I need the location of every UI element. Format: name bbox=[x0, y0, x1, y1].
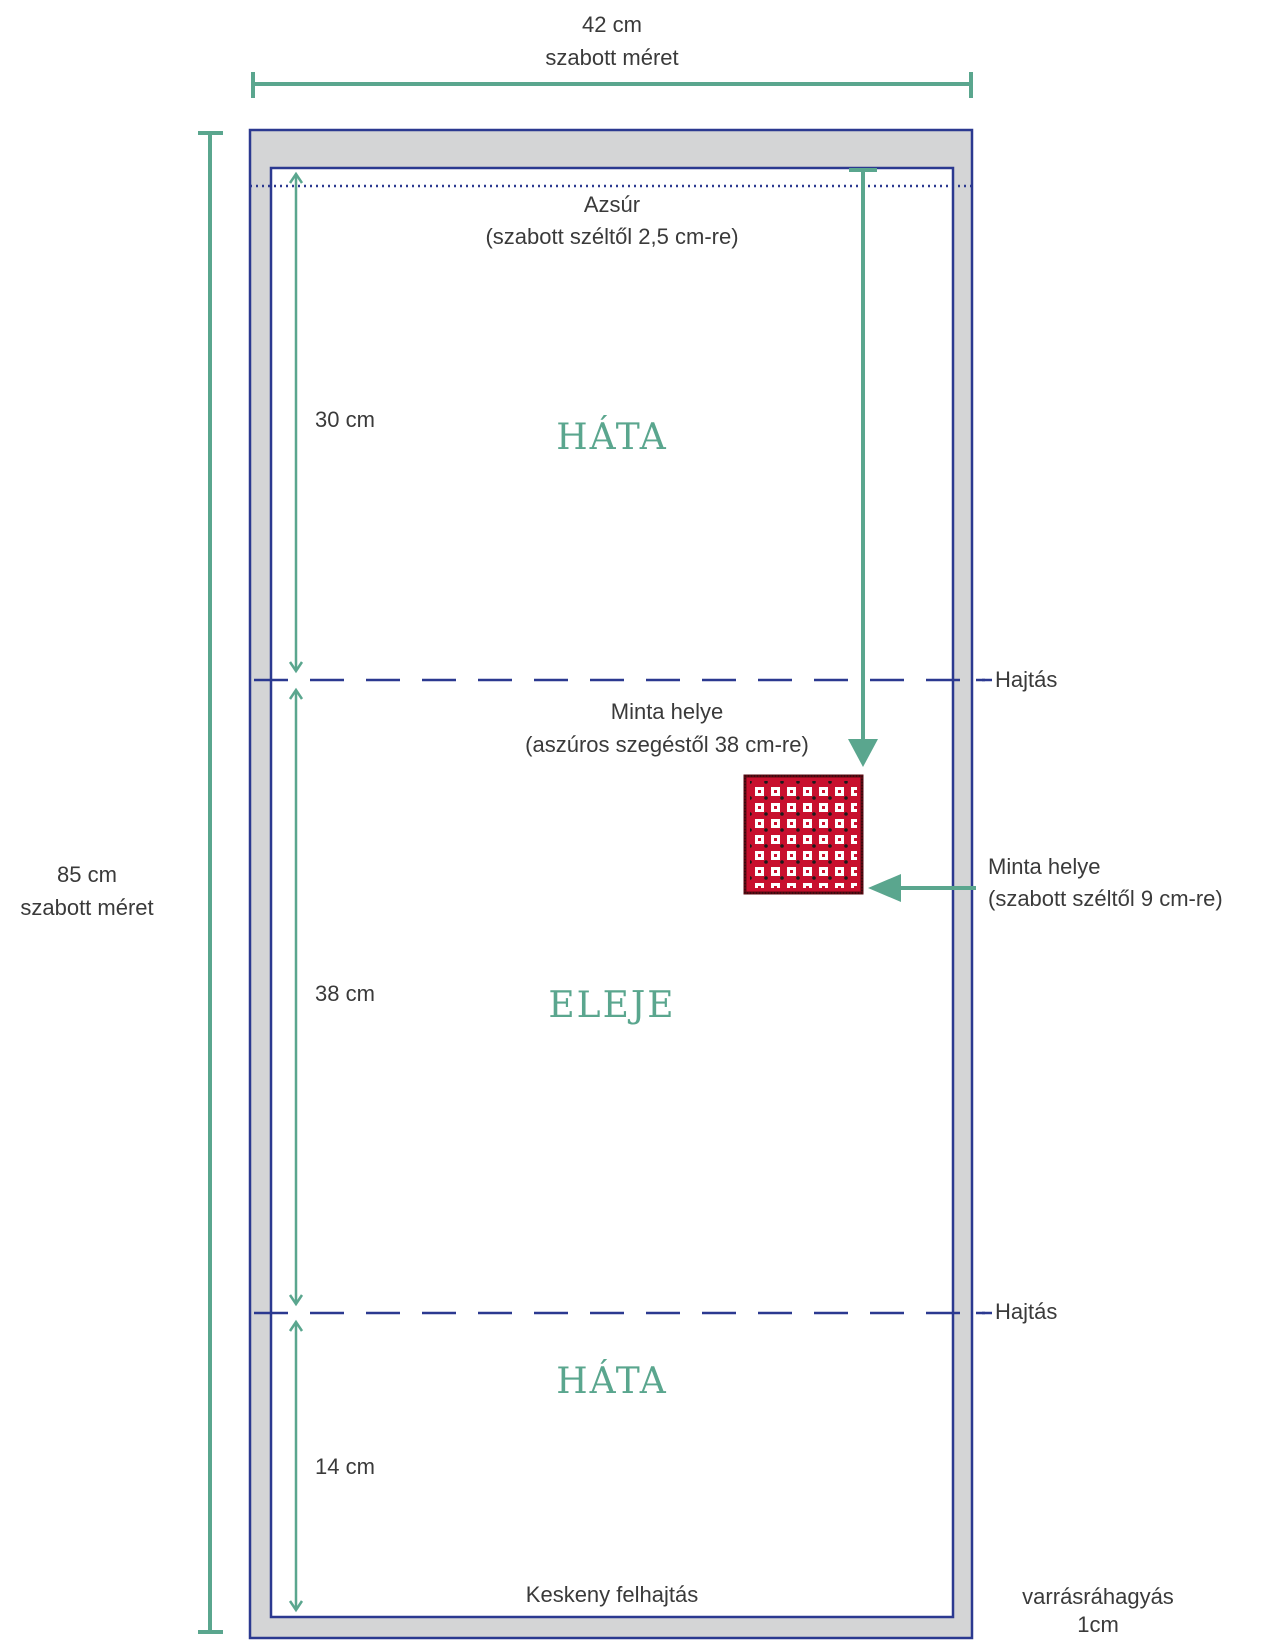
width-value: 42 cm bbox=[582, 12, 642, 37]
section-top-label: HÁTA bbox=[556, 417, 668, 458]
pattern-vertical-arrow bbox=[848, 168, 878, 767]
pattern-side-title: Minta helye bbox=[988, 854, 1101, 879]
embroidery-pattern-swatch bbox=[743, 774, 864, 895]
pattern-top-note: (aszúros szegéstől 38 cm-re) bbox=[525, 732, 809, 757]
azsur-note: (szabott széltől 2,5 cm-re) bbox=[485, 224, 739, 249]
fold-label-1: Hajtás bbox=[995, 667, 1058, 692]
pattern-horizontal-arrow bbox=[868, 874, 976, 902]
seam-allowance-value: 1cm bbox=[1077, 1612, 1119, 1637]
height-caption: szabott méret bbox=[20, 895, 154, 920]
section-bottom-label: HÁTA bbox=[556, 1361, 668, 1402]
section-middle-label: ELEJE bbox=[548, 985, 676, 1026]
width-dimension-line bbox=[251, 72, 973, 98]
pattern-side-note: (szabott széltől 9 cm-re) bbox=[988, 886, 1223, 911]
segment-arrows bbox=[288, 171, 304, 1613]
width-caption: szabott méret bbox=[545, 45, 679, 70]
fold-label-2: Hajtás bbox=[995, 1299, 1058, 1324]
bottom-hem-label: Keskeny felhajtás bbox=[525, 1582, 699, 1607]
pattern-top-title: Minta helye bbox=[610, 699, 724, 724]
segment-middle-value: 38 cm bbox=[315, 981, 375, 1006]
segment-top-value: 30 cm bbox=[315, 407, 375, 432]
seam-allowance-label: varrásráhagyás bbox=[1022, 1584, 1174, 1609]
azsur-title: Azsúr bbox=[583, 192, 641, 217]
segment-bottom-value: 14 cm bbox=[315, 1454, 375, 1479]
height-dimension-line bbox=[198, 131, 223, 1634]
height-value: 85 cm bbox=[57, 862, 117, 887]
